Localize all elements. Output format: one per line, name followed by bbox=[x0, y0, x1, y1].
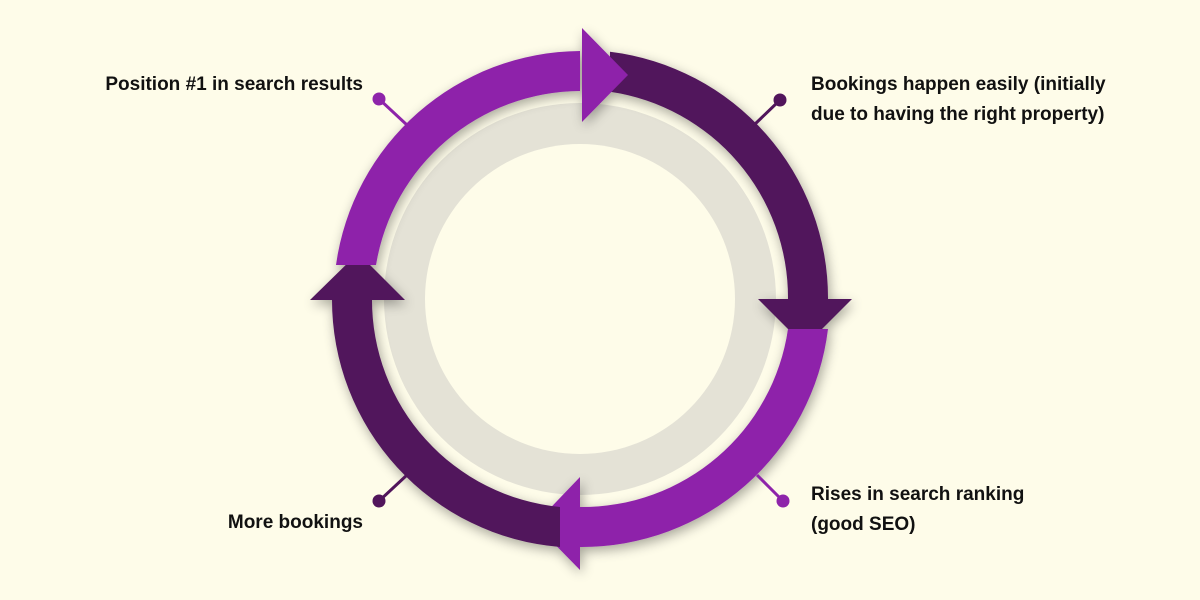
arc-bottom-left bbox=[331, 299, 560, 547]
arc-bottom-right bbox=[580, 329, 828, 548]
connector-bottom-right bbox=[755, 473, 790, 508]
arrowhead-down bbox=[758, 299, 852, 346]
step-label-more-bookings: More bookings bbox=[227, 512, 363, 533]
arrowhead-right bbox=[582, 28, 628, 122]
arc-top-right bbox=[610, 51, 829, 299]
arrowhead-up bbox=[310, 253, 405, 300]
connector-top-left bbox=[372, 92, 409, 127]
connector-bottom-left bbox=[372, 473, 409, 508]
step-label-rises-in-ranking: Rises in search ranking(good SEO) bbox=[811, 484, 1025, 535]
connector-top-right bbox=[751, 93, 787, 128]
arc-top-left bbox=[336, 51, 580, 265]
center-disc bbox=[425, 144, 735, 454]
step-label-position-1: Position #1 in search results bbox=[105, 74, 363, 95]
